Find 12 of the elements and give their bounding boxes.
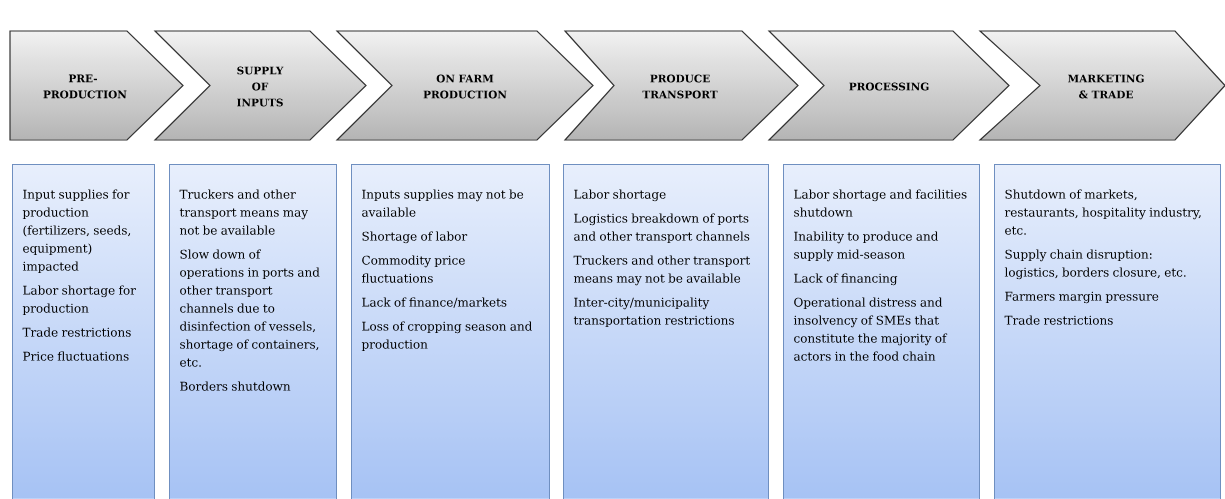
text-box: Labor shortage and facilities shutdown Inability to produce and supply mid-season Lack of financing Operational distress and insolvency of SMEs that constitute the majority of actors in the food chain: [783, 164, 980, 499]
text-box: Labor shortage Logistics breakdown of ports and other transport channels Truckers and other transport means may not be available Inter-city/municipality transportation restrictions: [563, 164, 769, 499]
text-box: Input supplies for production (fertilizers, seeds, equipment) impacted Labor shortage for production Trade restrictions Price fluctuations: [12, 164, 155, 499]
text-box: Shutdown of markets, restaurants, hospitality industry, etc. Supply chain disruption: logistics, borders closure, etc. Farmers margin pressure Trade restrictions: [994, 164, 1221, 499]
stage-banner: PROCESSING: [767, 30, 1010, 141]
stage-banner: SUPPLY OF INPUTS: [153, 30, 367, 141]
text-box: Inputs supplies may not be available Shortage of labor Commodity price fluctuations Lack of finance/markets Loss of cropping season and production: [351, 164, 550, 499]
stage-banner: PRE-PRODUCTION: [9, 30, 184, 141]
stage-banner: PRODUCE TRANSPORT: [563, 30, 799, 141]
stage-banner: MARKETING & TRADE: [978, 30, 1225, 141]
text-box: Truckers and other transport means may not be available Slow down of operations in ports and other transport channels due to disinfection of vessels, shortage of containers, etc. Borders shutdown: [169, 164, 337, 499]
stage-banner: ON FARM PRODUCTION: [335, 30, 594, 141]
